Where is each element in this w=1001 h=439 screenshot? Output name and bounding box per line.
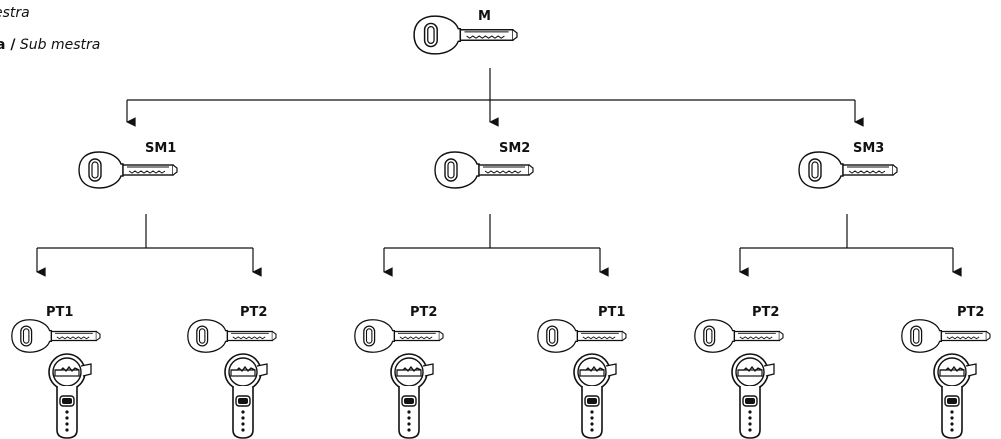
node-label: SM3 [853,141,884,156]
cylinder-lock-icon [224,353,268,439]
key-icon [434,151,534,189]
cylinder-lock-icon [731,353,775,439]
node-label: PT1 [46,305,73,320]
key-icon [537,319,627,353]
node-submaster-2: SM2 [434,141,534,189]
key-icon [798,151,898,189]
key-icon [78,151,178,189]
key-icon [901,319,991,353]
node-label: PT2 [957,305,984,320]
node-label: PT2 [752,305,779,320]
node-sm3-pt2a: PT2 [694,305,784,439]
node-sm1-pt1: PT1 [11,305,101,439]
cylinder-lock-icon [48,353,92,439]
key-icon [187,319,277,353]
node-submaster-3: SM3 [798,141,898,189]
legend-submaster-text: Sub mestra [19,37,101,53]
node-sm2-pt1: PT1 [537,305,627,439]
legend-master-text: estra [0,5,30,21]
cylinder-lock-icon [390,353,434,439]
node-master: M [413,9,518,55]
key-icon [694,319,784,353]
node-sm2-pt2: PT2 [354,305,444,439]
node-sm3-pt2b: PT2 [901,305,991,439]
node-label: PT1 [598,305,625,320]
node-label: SM1 [145,141,176,156]
node-label: PT2 [240,305,267,320]
key-icon [11,319,101,353]
cylinder-lock-icon [573,353,617,439]
node-label: SM2 [499,141,530,156]
legend-submaster-bold: a / [0,37,16,53]
legend-master: estra [0,2,30,24]
cylinder-lock-icon [933,353,977,439]
key-icon [354,319,444,353]
node-label: M [478,9,491,24]
node-submaster-1: SM1 [78,141,178,189]
node-label: PT2 [410,305,437,320]
legend-submaster: a / Sub mestra [0,34,100,56]
key-icon [413,15,518,55]
connectors [36,68,962,277]
node-sm1-pt2: PT2 [187,305,277,439]
